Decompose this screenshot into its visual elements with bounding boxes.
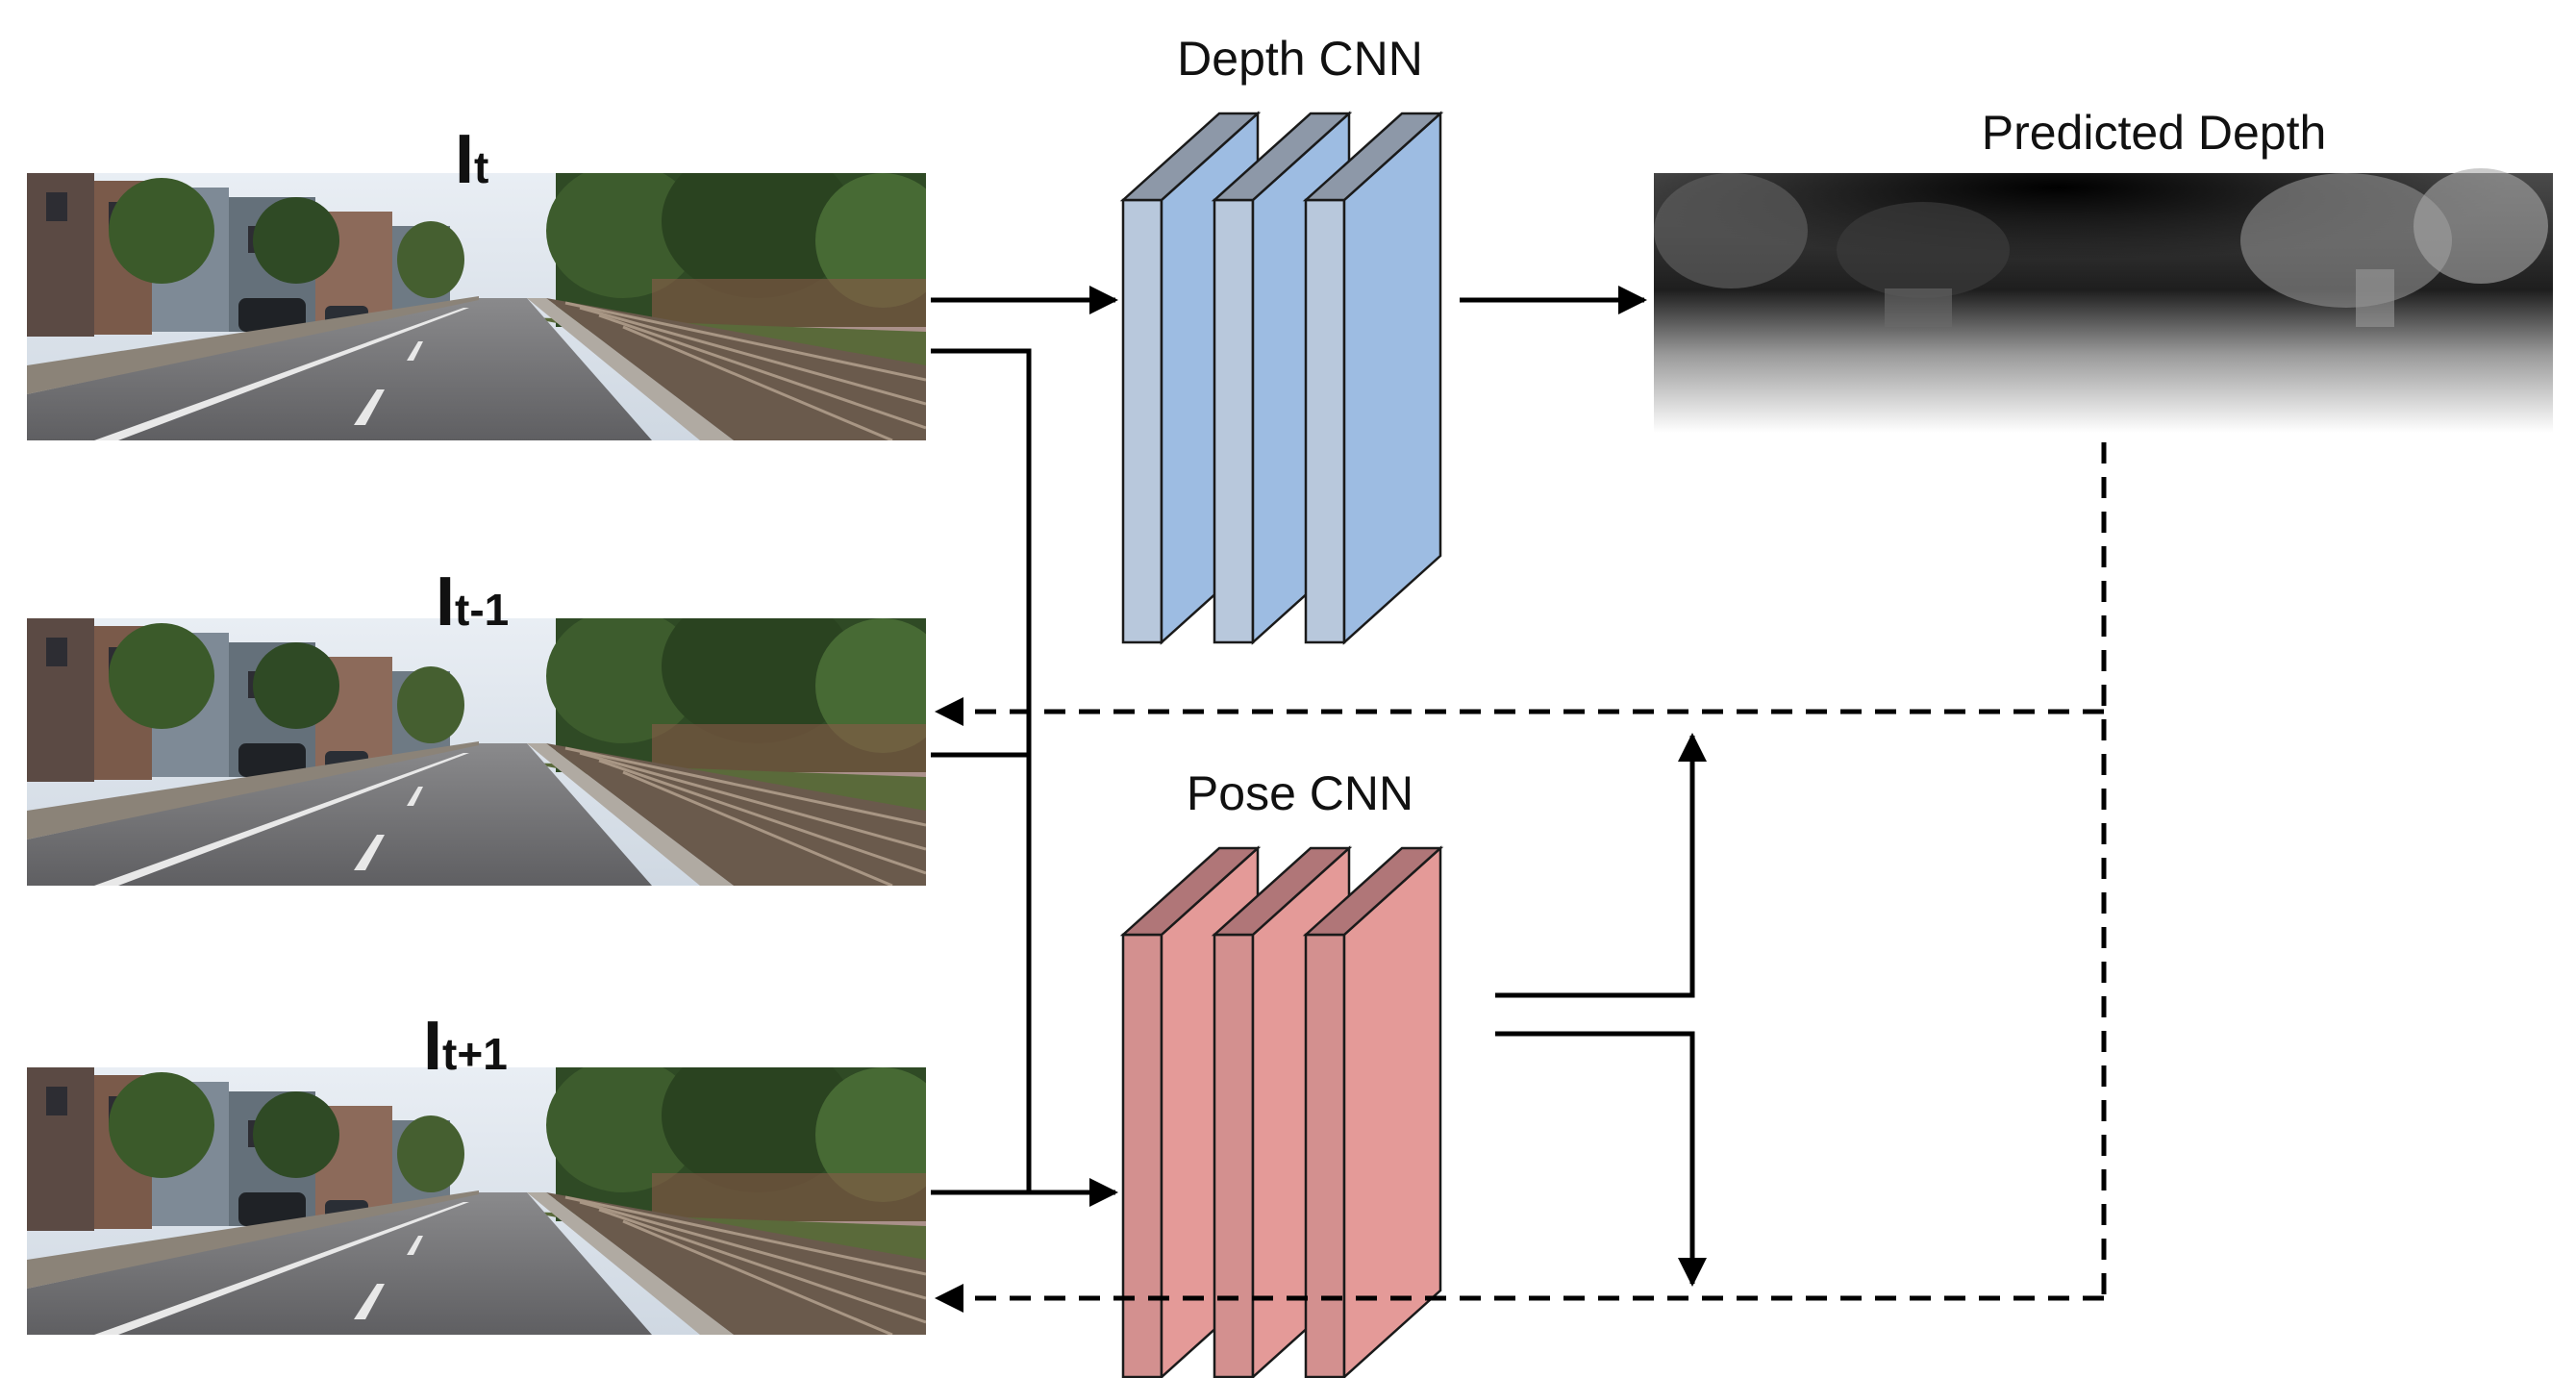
pose-cnn-layer-3 [1302, 845, 1444, 1378]
line-it-to-bus [931, 348, 1032, 1192]
predicted-depth-map [1654, 168, 2553, 433]
frame-it-label: It [455, 121, 488, 198]
depth-cnn-layer-3 [1302, 111, 1444, 645]
depth-cnn-block [1119, 111, 1444, 645]
solid-connectors [931, 286, 1707, 1287]
frame-it+1-label: It+1 [423, 1008, 508, 1085]
pose-output-up [1495, 733, 1707, 998]
predicted-depth-title: Predicted Depth [1982, 106, 2327, 160]
pose-cnn-block [1119, 845, 1444, 1378]
frame-it: It [27, 121, 926, 440]
frame-it-1: It-1 [27, 564, 926, 886]
frame-it+1-image [27, 1067, 926, 1335]
dashed-connectors [935, 442, 2107, 1313]
pose-output-down [1495, 1031, 1707, 1287]
depth-cnn-title: Depth CNN [1177, 32, 1423, 86]
frame-it+1: It+1 [27, 1008, 926, 1335]
pose-cnn-title: Pose CNN [1187, 766, 1413, 820]
frame-it-1-label: It-1 [436, 564, 509, 640]
